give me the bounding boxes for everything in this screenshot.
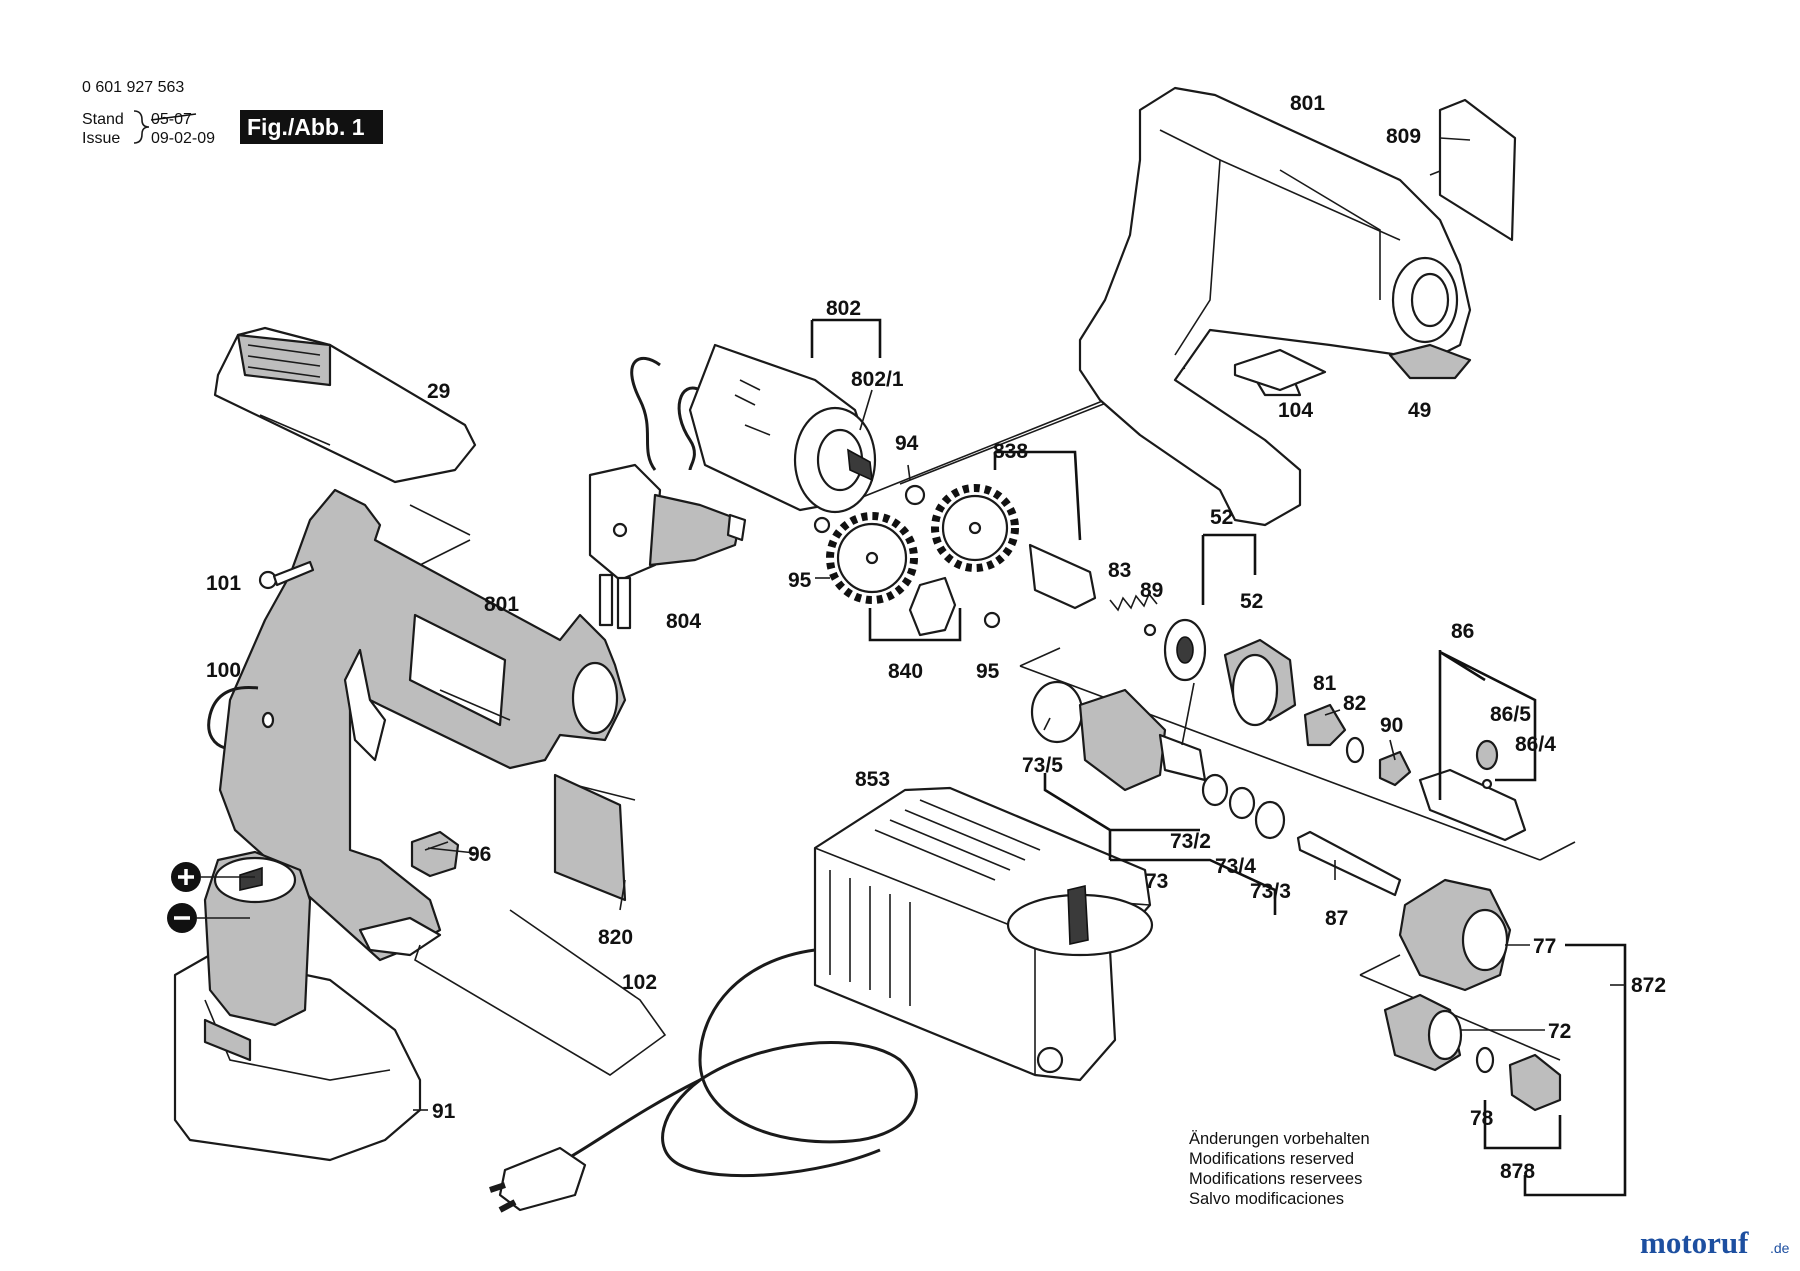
callout-840: 840 [888, 660, 923, 683]
issue-label: Issue [82, 130, 120, 147]
callout-leaders [413, 137, 1627, 1197]
callout-101: 101 [206, 572, 241, 595]
callout-802: 802 [826, 297, 861, 320]
callout-49: 49 [1408, 399, 1431, 422]
shaft-assembly-73 [1030, 680, 1286, 840]
note-french: Modifications reservees [1189, 1170, 1362, 1188]
callout-72: 72 [1548, 1020, 1571, 1043]
board-104 [1233, 348, 1327, 392]
callout-77: 77 [1533, 935, 1556, 958]
callout-52-top: 52 [1210, 506, 1233, 529]
gear-838 [904, 484, 1097, 610]
date-brace [133, 110, 150, 144]
stand-label: Stand [82, 111, 124, 128]
callout-104: 104 [1278, 399, 1313, 422]
note-english: Modifications reserved [1189, 1150, 1354, 1168]
callout-802-1: 802/1 [851, 368, 904, 391]
callout-96: 96 [468, 843, 491, 866]
callout-100: 100 [206, 659, 241, 682]
spindle-86 [1418, 739, 1527, 842]
callout-801-right: 801 [1290, 92, 1325, 115]
callout-73: 73 [1145, 870, 1168, 893]
motor-802 [630, 343, 877, 514]
callout-29: 29 [427, 380, 450, 403]
polarity-markers [167, 862, 255, 933]
callout-853: 853 [855, 768, 890, 791]
spring-83 [1109, 592, 1158, 637]
callout-83: 83 [1108, 559, 1131, 582]
watermark-logo: motoruf .de [1640, 1225, 1790, 1260]
housing-half-801-right [1078, 86, 1472, 527]
watermark-text: motoruf [1640, 1225, 1749, 1260]
clip-49 [1388, 343, 1472, 380]
clutch-parts-81-82-90 [1303, 703, 1412, 787]
screw-101 [258, 560, 315, 590]
callout-73-5: 73/5 [1022, 754, 1063, 777]
callout-52-bottom: 52 [1240, 590, 1263, 613]
charger-853 [813, 786, 1154, 1082]
note-spanish: Salvo modificaciones [1189, 1190, 1344, 1208]
seal-102 [414, 909, 667, 1076]
callout-94: 94 [895, 432, 919, 455]
callout-872: 872 [1631, 974, 1666, 997]
callout-87: 87 [1325, 907, 1348, 930]
callout-91: 91 [432, 1100, 456, 1123]
housing-half-801-left [218, 488, 627, 962]
chuck-77 [1398, 878, 1512, 992]
callout-89: 89 [1140, 579, 1163, 602]
ring-78 [1475, 1046, 1562, 1112]
callout-86: 86 [1451, 620, 1474, 643]
callout-73-4: 73/4 [1215, 855, 1256, 878]
callout-878: 878 [1500, 1160, 1535, 1183]
stand-date-strike [150, 113, 197, 121]
power-cord [489, 948, 918, 1213]
battery-cover-29 [213, 326, 477, 484]
callout-809: 809 [1386, 125, 1421, 148]
watermark-suffix: .de [1770, 1240, 1790, 1256]
callout-86-4: 86/4 [1515, 733, 1556, 756]
callout-820: 820 [598, 926, 633, 949]
callout-95-right: 95 [976, 660, 1000, 683]
wire-100 [207, 685, 259, 750]
collar-72 [1383, 993, 1463, 1072]
callout-90: 90 [1380, 714, 1403, 737]
callout-804: 804 [666, 610, 701, 633]
part-number: 0 601 927 563 [82, 79, 184, 96]
note-german: Änderungen vorbehalten [1189, 1130, 1370, 1148]
issue-date: 09-02-09 [151, 130, 215, 147]
callout-102: 102 [622, 971, 657, 994]
callout-95-left: 95 [788, 569, 812, 592]
gear-set-840 [813, 512, 1001, 637]
callout-labels: 801 809 802 802/1 29 94 838 104 49 52 83… [206, 92, 1666, 1183]
callout-81: 81 [1313, 672, 1337, 695]
callout-73-3: 73/3 [1250, 880, 1291, 903]
callout-838: 838 [993, 440, 1028, 463]
header-block: 0 601 927 563 Stand Issue 05-07 09-02-09… [82, 79, 383, 147]
bearing-52 [1163, 618, 1297, 727]
callout-73-2: 73/2 [1170, 830, 1211, 853]
callout-78: 78 [1470, 1107, 1494, 1130]
plate-809 [1438, 98, 1517, 242]
callout-82: 82 [1343, 692, 1366, 715]
contact-96 [410, 830, 460, 878]
label-820 [553, 773, 627, 902]
figure-tag: Fig./Abb. 1 [247, 114, 365, 140]
modification-notes: Änderungen vorbehalten Modifications res… [1189, 1130, 1370, 1208]
figure-tag-box [240, 110, 383, 144]
switch-804 [588, 463, 747, 630]
bit-holder-87 [1296, 830, 1402, 897]
callout-86-5: 86/5 [1490, 703, 1531, 726]
callout-801-left: 801 [484, 593, 519, 616]
